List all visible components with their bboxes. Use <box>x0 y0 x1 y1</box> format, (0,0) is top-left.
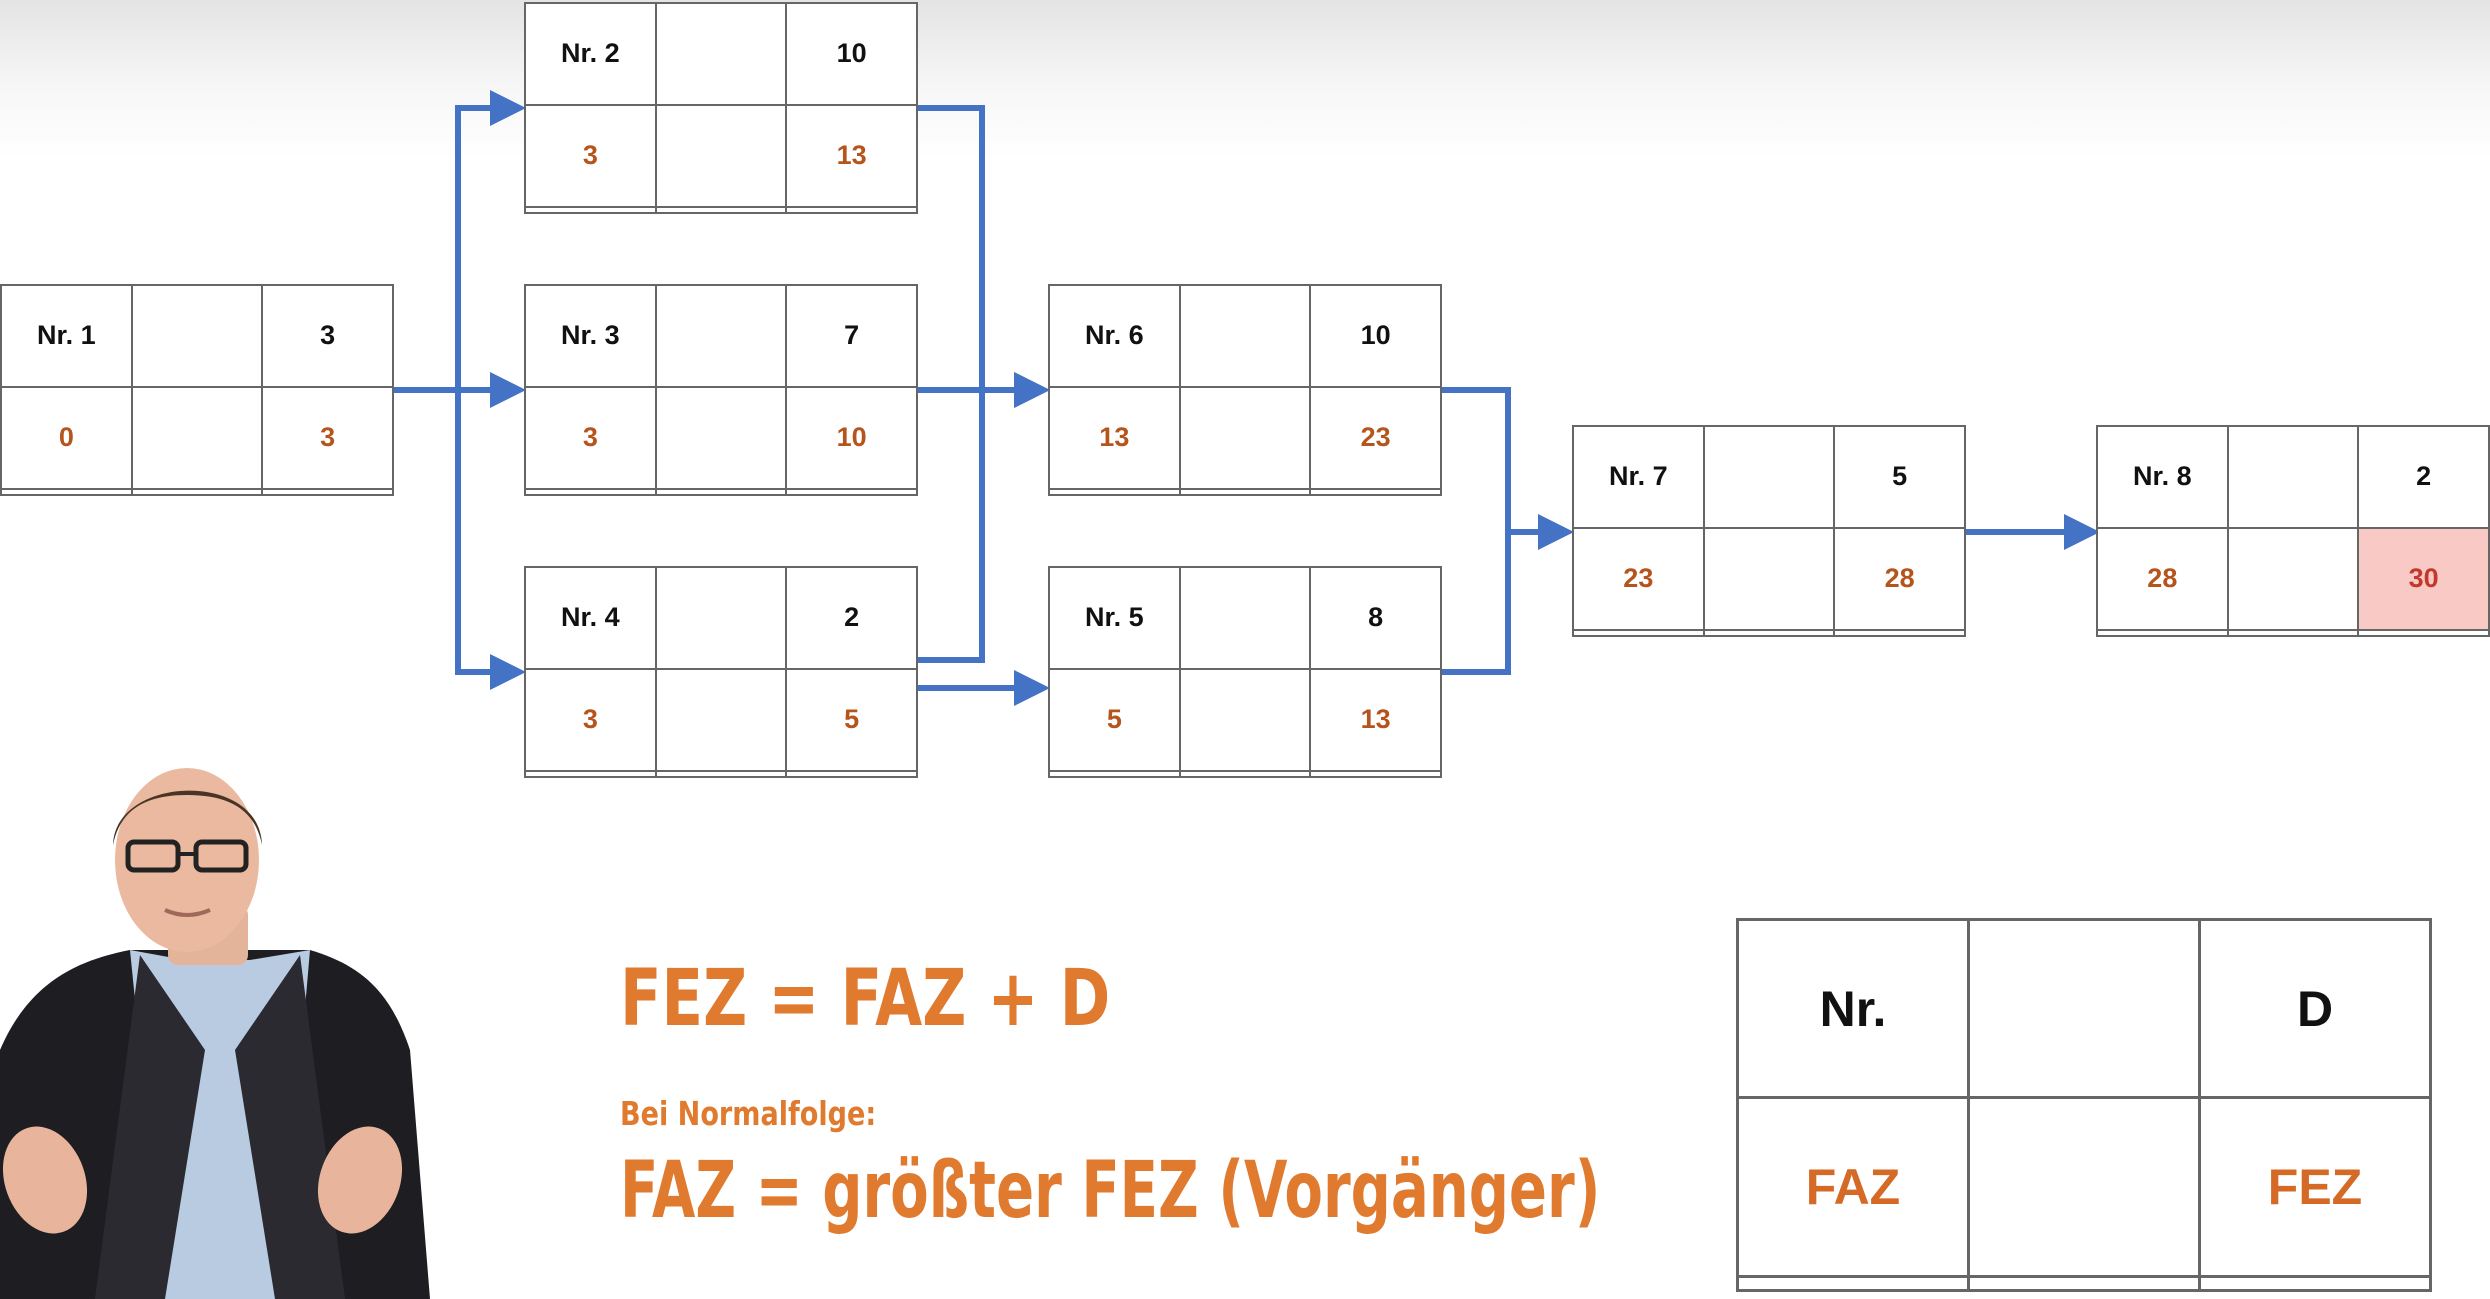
node-3: Nr. 3 7 3 10 <box>524 284 918 497</box>
formula-fez: FEZ = FAZ + D <box>620 954 1111 1044</box>
legend-nr: Nr. <box>1736 917 1970 1100</box>
node-faz: 3 <box>524 103 657 208</box>
node-duration: 2 <box>2357 425 2490 529</box>
node-fez: 5 <box>785 667 918 772</box>
node-number: Nr. 3 <box>524 284 657 388</box>
node-7: Nr. 7 5 23 28 <box>1572 425 1966 638</box>
node-duration: 3 <box>261 284 394 388</box>
node-faz: 28 <box>2096 526 2229 631</box>
node-number: Nr. 1 <box>0 284 133 388</box>
arrow-2-6 <box>918 105 1050 408</box>
node-6: Nr. 6 10 13 23 <box>1048 284 1442 497</box>
arrow-4-6 <box>918 390 985 663</box>
arrow-6-7 <box>1442 387 1574 550</box>
arrow-5-7 <box>1442 532 1511 675</box>
node-4: Nr. 4 2 3 5 <box>524 566 918 779</box>
formula-faz: FAZ = größter FEZ (Vorgänger) <box>620 1146 1601 1236</box>
node-number: Nr. 5 <box>1048 566 1181 670</box>
node-duration: 8 <box>1309 566 1442 670</box>
arrow-1-2 <box>455 90 526 390</box>
node-2: Nr. 2 10 3 13 <box>524 2 918 215</box>
node-fez: 3 <box>261 385 394 490</box>
node-number: Nr. 7 <box>1572 425 1705 529</box>
label-normalfolge: Bei Normalfolge: <box>620 1094 877 1133</box>
node-fez: 23 <box>1309 385 1442 490</box>
node-fez: 13 <box>1309 667 1442 772</box>
node-8: Nr. 8 2 28 30 <box>2096 425 2490 638</box>
node-fez: 28 <box>1833 526 1966 631</box>
node-5: Nr. 5 8 5 13 <box>1048 566 1442 779</box>
legend-node: Nr. D FAZ FEZ <box>1736 917 2432 1293</box>
node-number: Nr. 2 <box>524 2 657 106</box>
node-number: Nr. 6 <box>1048 284 1181 388</box>
legend-faz: FAZ <box>1736 1096 1970 1278</box>
node-duration: 5 <box>1833 425 1966 529</box>
network-arrows <box>394 90 2100 706</box>
node-number: Nr. 8 <box>2096 425 2229 529</box>
node-duration: 10 <box>785 2 918 106</box>
node-duration: 10 <box>1309 284 1442 388</box>
node-fez: 13 <box>785 103 918 208</box>
legend-d: D <box>2198 917 2432 1100</box>
node-number: Nr. 4 <box>524 566 657 670</box>
node-fez-highlighted: 30 <box>2357 526 2490 631</box>
node-duration: 7 <box>785 284 918 388</box>
presenter-video <box>0 768 430 1299</box>
node-1: Nr. 1 3 0 3 <box>0 284 394 497</box>
node-faz: 23 <box>1572 526 1705 631</box>
node-fez: 10 <box>785 385 918 490</box>
node-duration: 2 <box>785 566 918 670</box>
node-faz: 3 <box>524 667 657 772</box>
node-faz: 5 <box>1048 667 1181 772</box>
node-faz: 13 <box>1048 385 1181 490</box>
node-faz: 3 <box>524 385 657 490</box>
legend-fez: FEZ <box>2198 1096 2432 1278</box>
node-faz: 0 <box>0 385 133 490</box>
arrow-1-4 <box>455 390 526 690</box>
